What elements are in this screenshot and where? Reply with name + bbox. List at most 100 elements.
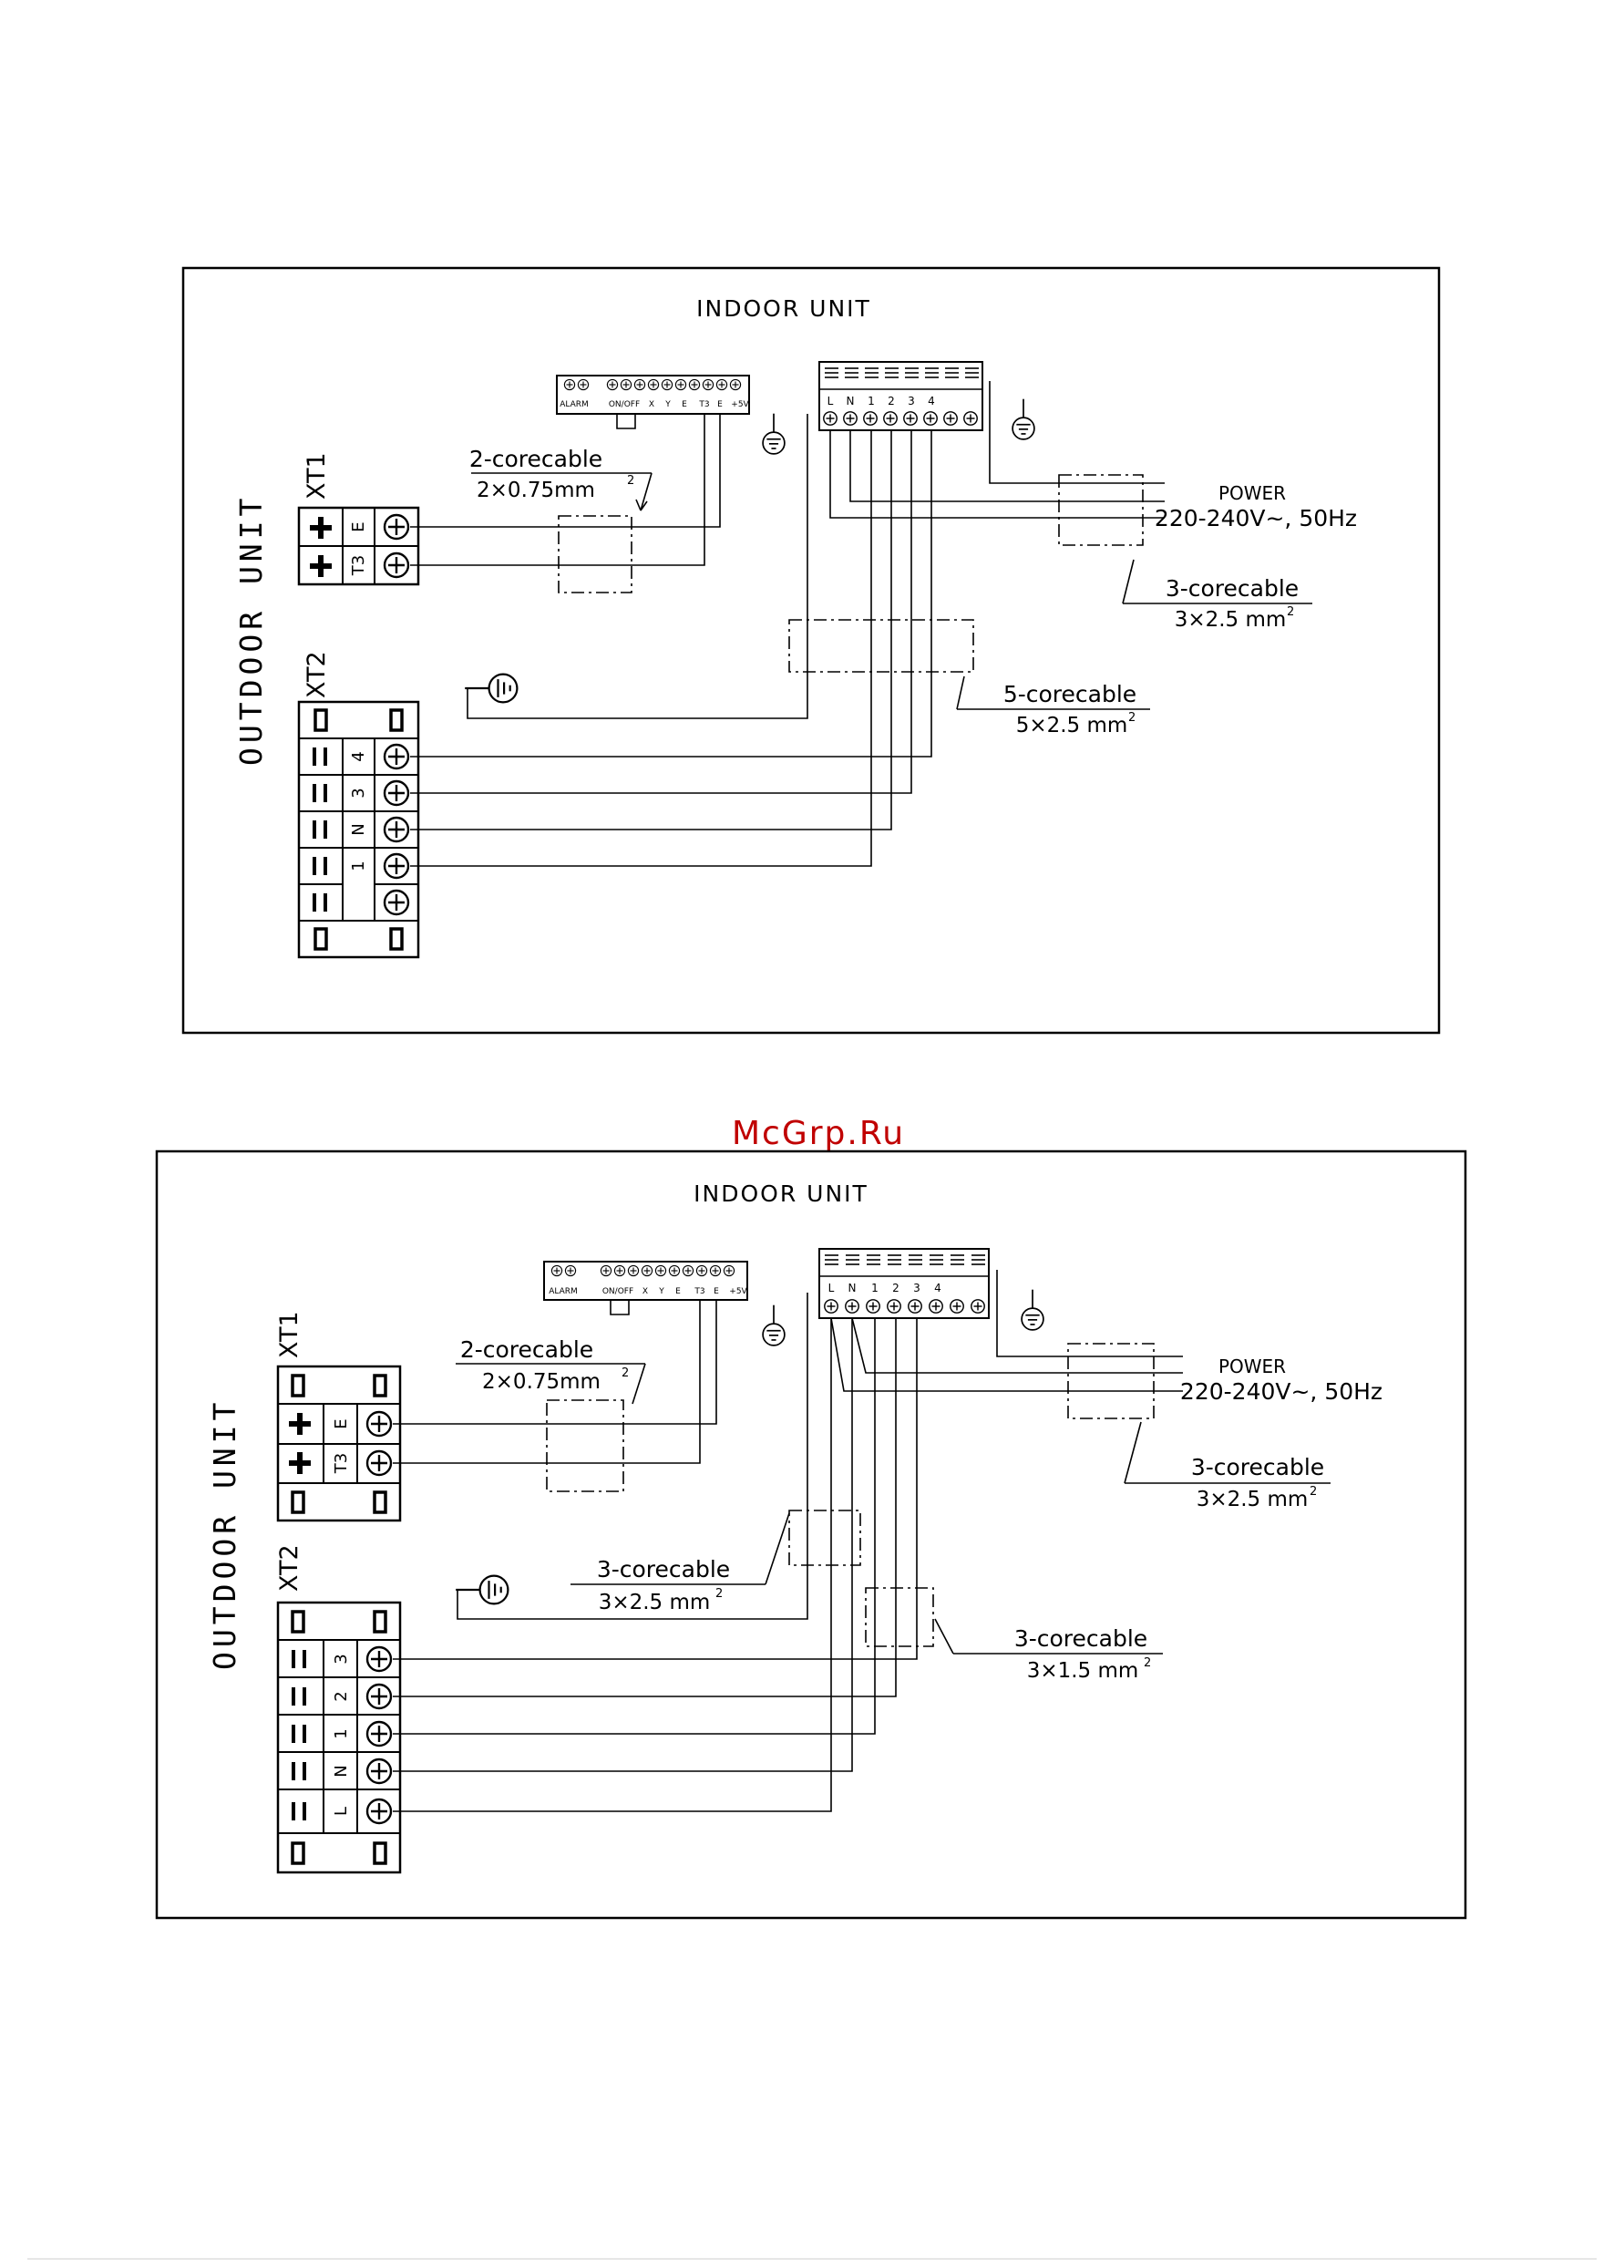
earth-ground-icon [762, 1304, 786, 1346]
bracket-terminal-icon [389, 927, 404, 951]
screw-terminal-icon [883, 411, 898, 426]
screw-terminal-icon [627, 1264, 640, 1277]
screw-terminal-icon [702, 378, 714, 391]
indoor-unit-title: INDOOR UNIT [694, 1180, 869, 1207]
bracket-terminal-icon [291, 1490, 305, 1514]
xt1-t3-label: T3 [332, 1453, 351, 1474]
onoff-label: ON/OFF [609, 400, 640, 409]
screw-terminal-icon [383, 513, 410, 541]
double-bar-terminal-icon [313, 784, 327, 802]
superscript-2: 2 [622, 1366, 629, 1380]
term-4-label: 4 [934, 1282, 941, 1294]
xt2-4-label: 4 [349, 751, 368, 761]
double-bar-terminal-icon [292, 1725, 306, 1743]
signal-cable-spec: 2×0.75mm [482, 1370, 601, 1394]
screw-terminal-icon [674, 378, 687, 391]
cable-mark [788, 1510, 861, 1566]
screw-terminal-icon [641, 1264, 653, 1277]
screw-terminal-icon [365, 1720, 393, 1747]
double-bar-terminal-icon [292, 1762, 306, 1780]
screw-terminal-icon [383, 852, 410, 880]
screw-terminal-icon [682, 1264, 694, 1277]
outdoor-unit-title: OUTDOOR UNIT [233, 494, 269, 766]
double-bar-terminal-icon [292, 1650, 306, 1668]
double-bar-terminal-icon [292, 1687, 306, 1706]
screw-terminal-icon [365, 1758, 393, 1785]
xt1-t3-label: T3 [349, 555, 368, 576]
cable-mark [865, 1587, 934, 1647]
screw-terminal-icon [563, 378, 576, 391]
x-label: X [649, 400, 654, 409]
xt2-label: XT2 [275, 1544, 303, 1592]
alarm-label: ALARM [549, 1287, 578, 1296]
double-bar-terminal-icon [313, 857, 327, 875]
term-2-label: 2 [888, 395, 895, 407]
signal-cable-label: 2-corecable [460, 1336, 593, 1363]
plus-terminal-icon [289, 1452, 311, 1474]
screw-terminal-icon [577, 378, 590, 391]
onoff-label: ON/OFF [602, 1287, 633, 1296]
screw-terminal-icon [383, 743, 410, 770]
e2-label: E [714, 1287, 719, 1296]
superscript-2: 2 [1287, 605, 1294, 619]
screw-terminal-icon [606, 378, 619, 391]
cable-b-label: 3-corecable [1014, 1625, 1147, 1652]
screw-terminal-icon [695, 1264, 708, 1277]
plus-terminal-icon [310, 555, 332, 577]
e2-label: E [717, 400, 723, 409]
xt2-3-label: 3 [332, 1654, 351, 1664]
screw-terminal-icon [647, 378, 660, 391]
power-cable-spec: 3×2.5 mm [1175, 608, 1287, 632]
power-label: POWER [1218, 1356, 1286, 1377]
screw-terminal-icon [843, 411, 858, 426]
cable-mark [1058, 474, 1144, 546]
x-label: X [642, 1287, 648, 1296]
xt2-3-label: 3 [349, 788, 368, 798]
bracket-terminal-icon [373, 1610, 387, 1634]
t3-label: T3 [698, 400, 709, 409]
screw-terminal-icon [845, 1299, 859, 1314]
diagram-1: INDOOR UNIT OUTDOOR UNIT ALARM ON/OFF X … [181, 266, 1441, 1035]
term-4-label: 4 [928, 395, 935, 407]
bracket-terminal-icon [313, 927, 328, 951]
power-terminal-block: L N 1 2 3 4 [818, 361, 983, 431]
double-bar-terminal-icon [292, 1802, 306, 1820]
xt2-1-label: 1 [349, 861, 368, 871]
screw-terminal-icon [929, 1299, 943, 1314]
bracket-terminal-icon [313, 708, 328, 732]
screw-terminal-icon [723, 1264, 735, 1277]
earth-ground-icon [1012, 397, 1035, 440]
xt2-2-label: 2 [332, 1691, 351, 1701]
screw-terminal-icon [950, 1299, 964, 1314]
xt2-terminal-block: XT2 4 3 N 1 [297, 651, 420, 959]
xt1-label: XT1 [303, 452, 331, 500]
signal-terminal-block: ALARM ON/OFF X Y E T3 E +5V [543, 1261, 748, 1315]
power-cable-spec: 3×2.5 mm [1197, 1488, 1309, 1511]
screw-terminal-icon [688, 378, 701, 391]
t3-label: T3 [694, 1287, 704, 1296]
xt2-n-label: N [349, 823, 368, 835]
term-3-label: 3 [908, 395, 915, 407]
xt1-e-label: E [349, 521, 368, 531]
signal-terminal-block: ALARM ON/OFF X Y E T3 E +5V [556, 375, 750, 429]
superscript-2: 2 [627, 474, 634, 488]
bracket-terminal-icon [291, 1610, 305, 1634]
wires-diagram-1 [410, 381, 1165, 867]
superscript-2: 2 [1310, 1485, 1317, 1499]
watermark-text: McGrp.Ru [732, 1115, 905, 1152]
screw-terminal-icon [729, 378, 742, 391]
superscript-2: 2 [1128, 711, 1136, 725]
bracket-terminal-icon [291, 1374, 305, 1397]
xt1-terminal-block: XT1 E T3 [297, 452, 420, 586]
screw-terminal-icon [564, 1264, 577, 1277]
screw-terminal-icon [823, 411, 838, 426]
term-3-label: 3 [913, 1282, 920, 1294]
power-spec: 220-240V~, 50Hz [1155, 505, 1357, 531]
screw-terminal-icon [550, 1264, 563, 1277]
term-n-label: N [848, 1282, 857, 1294]
diagram-1-frame [181, 266, 1441, 1035]
xt1-label: XT1 [275, 1311, 303, 1358]
superscript-2: 2 [1144, 1656, 1151, 1670]
y-label: Y [664, 400, 671, 409]
